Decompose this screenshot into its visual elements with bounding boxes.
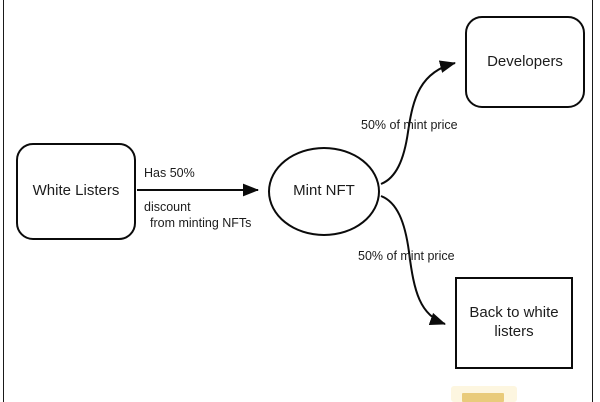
node-white-listers[interactable]: White Listers bbox=[16, 143, 136, 240]
page-title: NFTs without Vested Time Lock bbox=[12, 0, 323, 6]
node-developers[interactable]: Developers bbox=[465, 16, 585, 108]
node-white-listers-label: White Listers bbox=[32, 182, 120, 200]
edge-label-from-minting-nfts: from minting NFTs bbox=[150, 216, 252, 230]
edge-label-white-listers-mint-price: 50% of mint price bbox=[358, 249, 455, 263]
node-developers-label: Developers bbox=[487, 52, 563, 70]
bottom-accent-swatch bbox=[462, 393, 504, 402]
page-border-right bbox=[592, 0, 593, 402]
edge-label-developers-mint-price: 50% of mint price bbox=[361, 118, 458, 132]
node-mint-nft[interactable]: Mint NFT bbox=[268, 147, 380, 236]
node-back-to-white-listers[interactable]: Back to white listers bbox=[455, 277, 573, 369]
node-mint-nft-label: Mint NFT bbox=[293, 182, 355, 200]
page-border-left bbox=[3, 0, 4, 402]
node-back-to-white-listers-label: Back to white listers bbox=[469, 304, 559, 340]
edge-label-has-50-percent: Has 50% bbox=[144, 166, 195, 180]
edge-label-discount: discount bbox=[144, 200, 191, 214]
